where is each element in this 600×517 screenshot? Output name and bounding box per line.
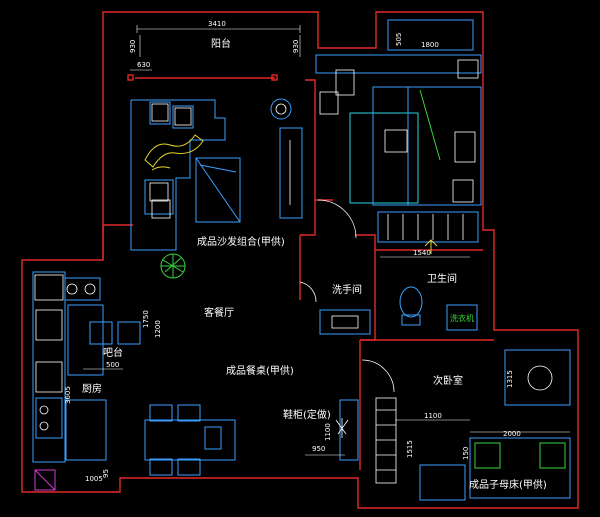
shoe-cabinet-label: 鞋柜(定做) <box>283 408 331 421</box>
dining-table <box>144 404 236 476</box>
bed-150-label: 150 <box>462 447 470 460</box>
master-bedroom <box>315 19 482 243</box>
corridor-1515-label: 1515 <box>406 440 414 458</box>
plant-icon <box>160 253 186 279</box>
washer-label: 洗衣机 <box>450 313 474 323</box>
bed-1315-label: 1315 <box>506 370 514 388</box>
wardrobe-1800-label: 1800 <box>421 41 439 49</box>
second-bedroom-label: 次卧室 <box>433 374 463 387</box>
exterior-walls <box>21 11 579 509</box>
living-dining-label: 客餐厅 <box>204 306 234 319</box>
kitchen-fixtures <box>32 271 141 491</box>
wall-1200-label: 1200 <box>154 320 162 338</box>
armchair-figure <box>144 134 204 171</box>
bathroom-label: 卫生间 <box>427 272 457 285</box>
bathroom-fixtures <box>299 239 478 335</box>
wash-area-label: 洗手间 <box>332 283 362 296</box>
shoe-1100-label: 1100 <box>324 423 332 441</box>
sofa-set-label: 成品沙发组合(甲供) <box>197 235 285 248</box>
balcony-label: 阳台 <box>211 37 231 50</box>
corridor-1100-label: 1100 <box>424 412 442 420</box>
balcony-stub-label: 630 <box>137 61 150 69</box>
bed-2000-label: 2000 <box>503 430 521 438</box>
tv-cabinet <box>270 98 303 219</box>
kitchen-1005-label: 1005 <box>85 475 103 483</box>
bar-500-label: 500 <box>106 361 119 369</box>
bar-label: 吧台 <box>103 346 123 359</box>
balcony-dimensions <box>130 25 301 71</box>
wardrobe-505-label: 505 <box>395 33 403 46</box>
bunk-bed-label: 成品子母床(甲供) <box>469 478 547 491</box>
balcony-width-label: 3410 <box>208 20 226 28</box>
kitchen-3605-label: 3605 <box>64 386 72 404</box>
balcony-right-depth-label: 930 <box>292 40 300 53</box>
kitchen-label: 厨房 <box>82 382 102 395</box>
sofa-set <box>130 99 241 251</box>
shoe-cabinet <box>335 359 397 484</box>
bath-1540-label: 1540 <box>413 249 431 257</box>
wall-1750-label: 1750 <box>142 310 150 328</box>
kitchen-95-label: 95 <box>102 469 110 478</box>
balcony-left-depth-label: 930 <box>129 40 137 53</box>
interior-walls <box>135 77 494 470</box>
dining-table-label: 成品餐桌(甲供) <box>226 364 294 377</box>
shoe-950-label: 950 <box>312 445 325 453</box>
second-bedroom <box>395 349 571 501</box>
